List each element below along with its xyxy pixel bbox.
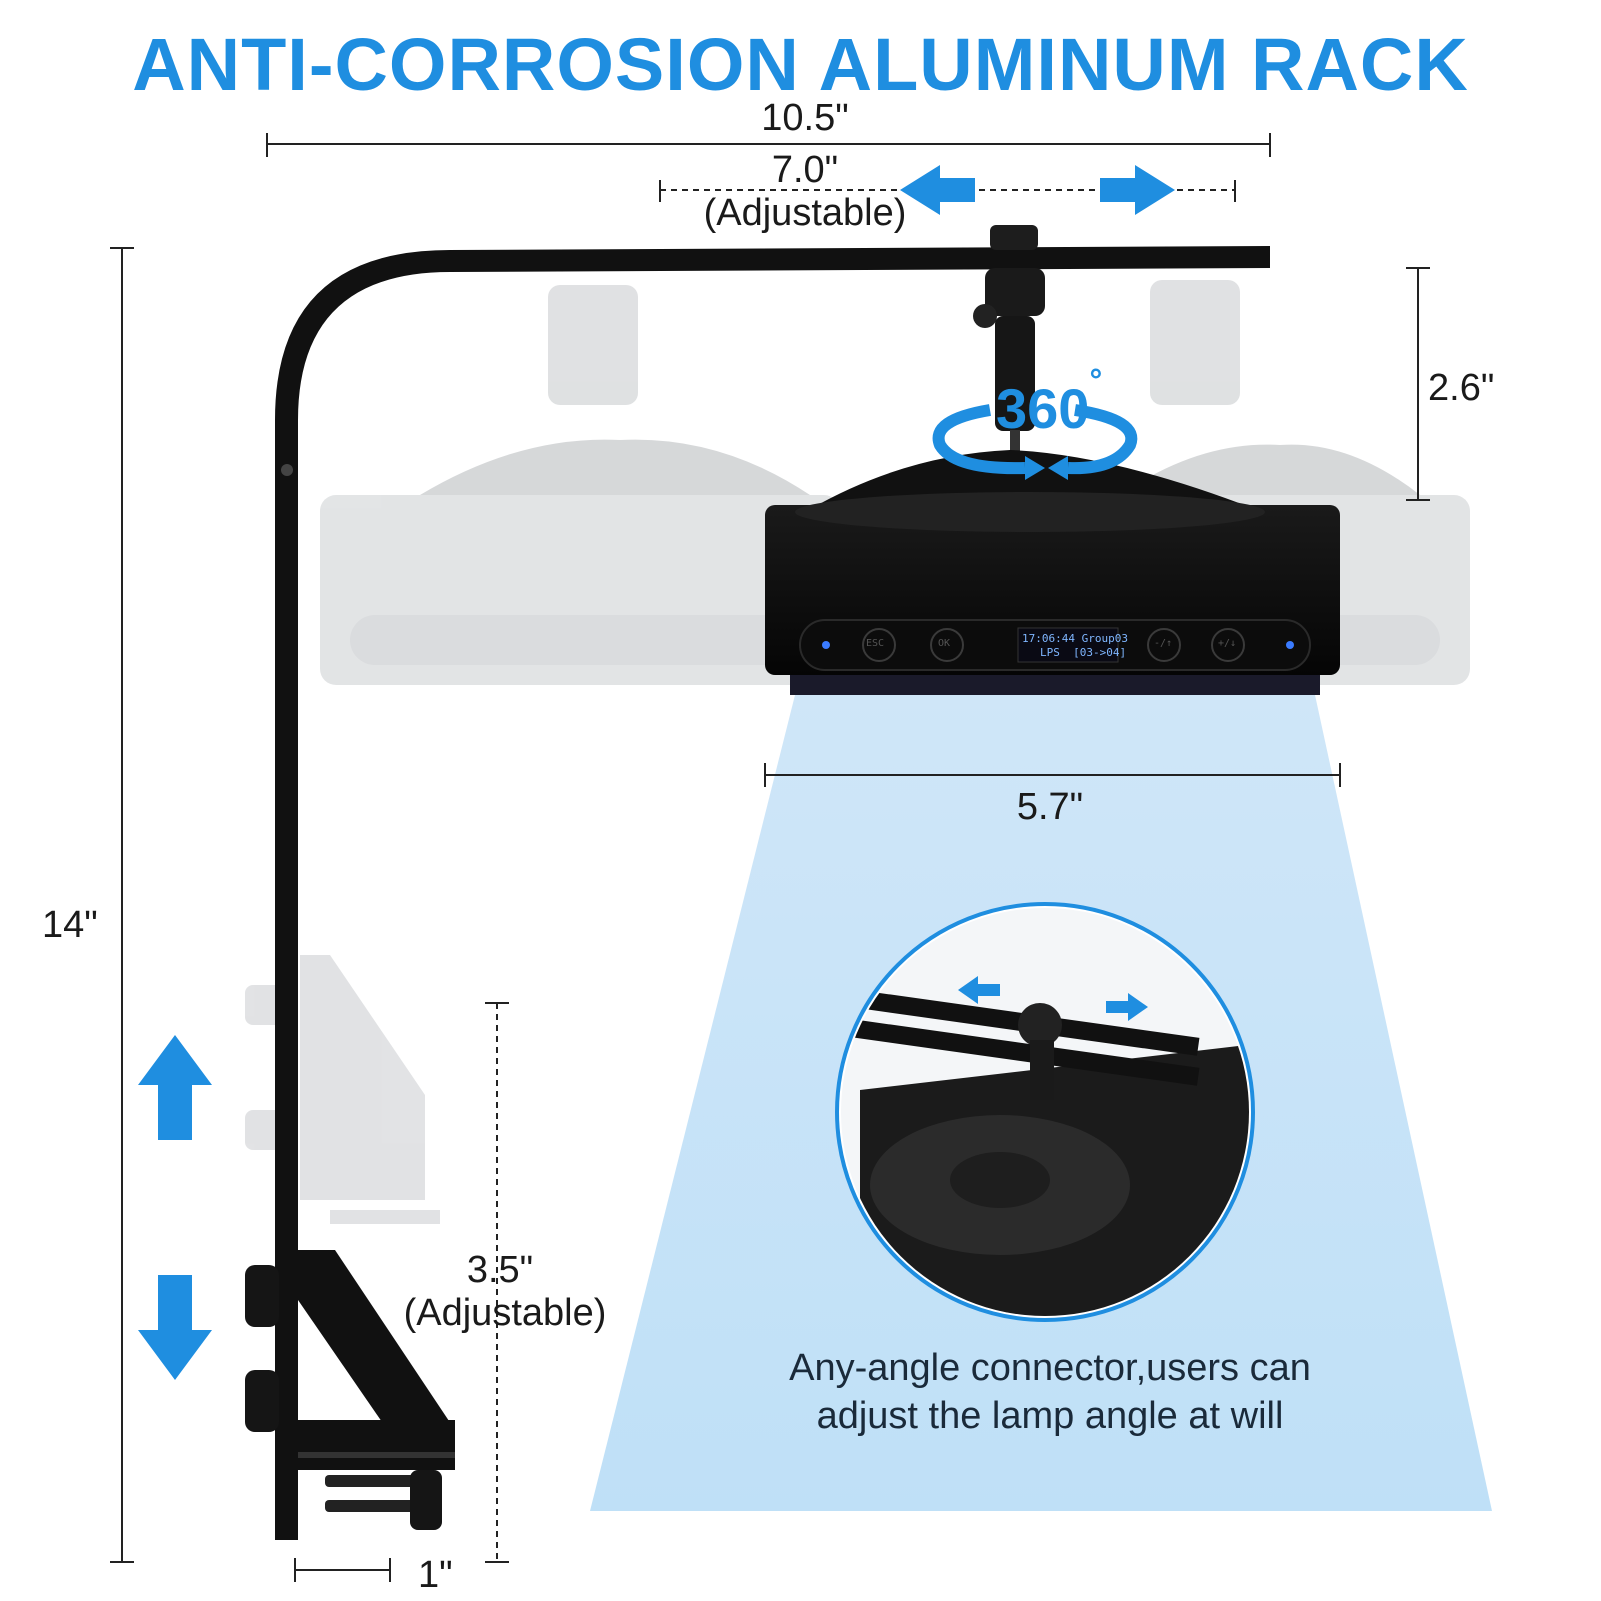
dim-clamp-range: 3.5" bbox=[466, 1249, 534, 1291]
dim-mount-height: 2.6" bbox=[1428, 367, 1495, 409]
slide-arrow-left-icon bbox=[900, 165, 975, 215]
dim-clamp-note: (Adjustable) bbox=[403, 1292, 607, 1334]
height-arrow-down-icon bbox=[138, 1275, 212, 1380]
dim-total-height: 14" bbox=[42, 904, 98, 946]
inset-arrow-right-icon bbox=[1106, 993, 1148, 1021]
rotation-unit: ° bbox=[1089, 362, 1103, 398]
dim-lamp-width: 5.7" bbox=[1016, 786, 1084, 828]
dim-clamp-gap: 1" bbox=[418, 1554, 453, 1596]
height-arrow-up-icon bbox=[138, 1035, 212, 1140]
down-button-label: +/↓ bbox=[1218, 638, 1237, 649]
ghost-lamp-left bbox=[320, 285, 840, 685]
lamp-body bbox=[765, 492, 1340, 695]
slide-arrow-right-icon bbox=[1100, 165, 1175, 215]
control-buttons bbox=[862, 628, 1245, 662]
caption-line-1: Any-angle connector,users can bbox=[789, 1347, 1311, 1389]
lcd-line-2: LPS [03->04] bbox=[1040, 646, 1127, 659]
lcd-line-1: 17:06:44 Group03 bbox=[1022, 632, 1128, 645]
caption: Any-angle connector,users can adjust the… bbox=[700, 1345, 1400, 1440]
up-button-label: -/↑ bbox=[1154, 638, 1173, 649]
ghost-clamp bbox=[245, 955, 440, 1224]
dimension-lines bbox=[110, 133, 1430, 1582]
connector-inset bbox=[835, 902, 1255, 1322]
inset-arrow-left-icon bbox=[958, 976, 1000, 1004]
rotation-arrows-icon bbox=[932, 404, 1138, 475]
caption-line-2: adjust the lamp angle at will bbox=[816, 1394, 1284, 1437]
rotation-label: 360° bbox=[996, 362, 1102, 441]
page-title: ANTI-CORROSION ALUMINUM RACK bbox=[132, 23, 1469, 106]
rotation-value: 360 bbox=[996, 377, 1090, 440]
dim-top-width: 10.5" bbox=[761, 97, 849, 139]
clamp bbox=[245, 1250, 455, 1530]
dim-slide-note: (Adjustable) bbox=[703, 192, 907, 234]
esc-button-label: ESC bbox=[866, 638, 885, 649]
ok-button-label: OK bbox=[938, 638, 951, 649]
dim-slide-range: 7.0" bbox=[771, 149, 839, 191]
